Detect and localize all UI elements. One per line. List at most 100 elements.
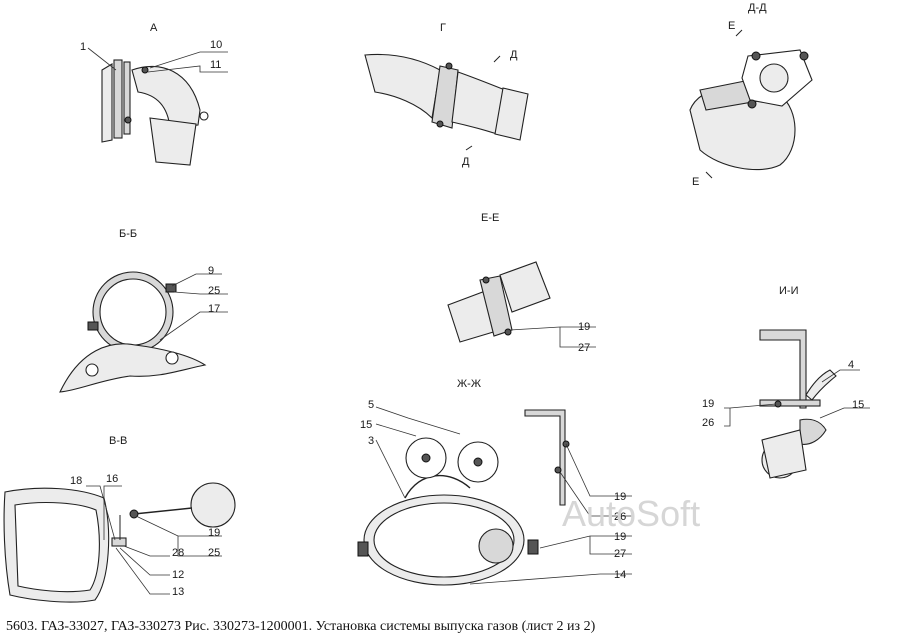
callout-19-zhzh-bottom: 19 [614,531,626,543]
view-a-leader-11 [147,65,228,73]
view-zhzh-leader-14 [469,573,632,585]
callout-5: 5 [368,399,374,411]
view-dd-bolt-2 [799,51,809,61]
view-g-cut-mark-bottom: Д [462,156,470,168]
watermark-text: AutoSoft [562,493,700,534]
view-vv-title: В-В [109,435,127,447]
view-vv-hanger-rod [133,507,193,515]
view-bb-leader-25 [173,291,228,295]
view-ii-pipe-body [761,429,807,479]
view-ii-leader-4 [821,369,860,383]
view-dd-bolt-1 [751,51,761,61]
callout-18: 18 [70,475,82,487]
view-dd-bolt-3 [747,99,757,109]
view-ee-bolt-bottom [504,328,512,336]
view-dd: Д-Д Е Е [689,2,813,188]
callout-9: 9 [208,265,214,277]
callout-26-ii: 26 [702,417,714,429]
view-a-elbow-pipe [131,65,201,129]
view-zhzh-cushion-left-hole [421,453,431,463]
view-ii-pipe-4 [805,369,837,401]
view-a-leader-1 [87,47,117,71]
view-zhzh-muffler-inner [373,502,515,578]
callout-27-ee: 27 [578,342,590,354]
callout-17: 17 [208,303,220,315]
view-zhzh-clamp-right [527,539,539,555]
callout-4: 4 [848,359,854,371]
view-dd-title: Д-Д [748,2,767,14]
view-vv-pipe-section [190,482,236,528]
callout-19-ii: 19 [702,398,714,410]
view-ii-title: И-И [779,285,798,297]
view-a-outlet-pipe [149,117,197,166]
callout-28: 28 [172,547,184,559]
view-g-outlet-sleeve [494,87,529,141]
view-ii-leader-15 [819,407,870,419]
view-vv-bracket [111,537,127,547]
view-g-bolt-bottom [436,120,444,128]
view-bb-title: Б-Б [119,228,137,240]
view-ee-title: Е-Е [481,212,499,224]
view-zhzh-leader-27 [589,536,632,555]
figure-caption: 5603. ГАЗ-33027, ГАЗ-330273 Рис. 330273-… [6,619,596,634]
view-bb-leader-17 [159,311,228,341]
view-g: Г Д Д [364,22,529,168]
view-dd-cut-top [735,29,743,37]
view-vv-leader-25 [177,536,222,557]
callout-15-ii: 15 [852,399,864,411]
callout-12: 12 [172,569,184,581]
view-a-title: А [150,22,158,34]
view-a: А 1 10 11 [80,22,228,166]
view-bb-pipe-section [99,278,167,346]
callout-1: 1 [80,41,86,53]
view-g-inlet-pipe [364,53,441,120]
view-bb-bracket-hole-right [165,351,179,365]
view-dd-cut-mark-bottom: Е [692,176,699,188]
view-bb-clamp-bolt-left [87,321,99,331]
view-zhzh-leader-15 [375,423,417,437]
view-bb-bracket-hole-left [85,363,99,377]
view-bb: Б-Б 9 25 17 [59,228,228,393]
view-ii-leader-26 [724,408,731,427]
view-ii-rubber-cushion [799,418,827,445]
callout-3: 3 [368,435,374,447]
view-g-bolt-top [445,62,453,70]
view-g-title: Г [440,22,446,34]
view-dd-cut-mark-top: Е [728,20,735,32]
view-zhzh: Ж-Ж 5 15 3 19 26 19 27 14 [357,378,632,586]
view-a-flange-left [113,59,123,139]
callout-10: 10 [210,39,222,51]
view-vv-leader-13 [115,547,170,595]
view-zhzh-bolt-mid [554,466,562,474]
callout-25-vv: 25 [208,547,220,559]
view-ee-pipe-right [499,261,551,313]
view-ii-mount-plate [759,399,821,407]
view-dd-cut-bottom [705,171,713,179]
view-vv-leader-16 [103,485,122,540]
view-a-bracket-hole [199,111,209,121]
callout-19-vv: 19 [208,527,220,539]
view-zhzh-leader-26 [559,471,632,517]
view-ee-leader-27 [559,327,596,348]
view-ii-hanger-bracket [759,329,807,409]
view-bb-leader-9 [171,273,222,287]
callout-19-ee: 19 [578,321,590,333]
view-g-cut-top [493,55,501,63]
view-zhzh-clamp-left [357,541,369,557]
view-ee-bolt-top [482,276,490,284]
callout-26-zhzh: 26 [614,511,626,523]
callout-19-zhzh-top: 19 [614,491,626,503]
view-g-clamp [431,65,459,129]
view-ee: Е-Е 19 27 [447,212,596,354]
callout-14: 14 [614,569,626,581]
view-a-leader-10 [149,51,228,69]
view-bb-support-bracket [59,343,207,393]
view-a-bolt-bottom [124,116,132,124]
view-dd-flange-bore [759,63,789,93]
view-bb-clamp-bolt-right [165,283,177,293]
view-zhzh-leader-19-top [565,443,632,497]
view-zhzh-frame-bracket [524,409,566,506]
view-zhzh-outlet-pipe [478,528,514,564]
callout-16: 16 [106,473,118,485]
callout-27-zhzh: 27 [614,548,626,560]
